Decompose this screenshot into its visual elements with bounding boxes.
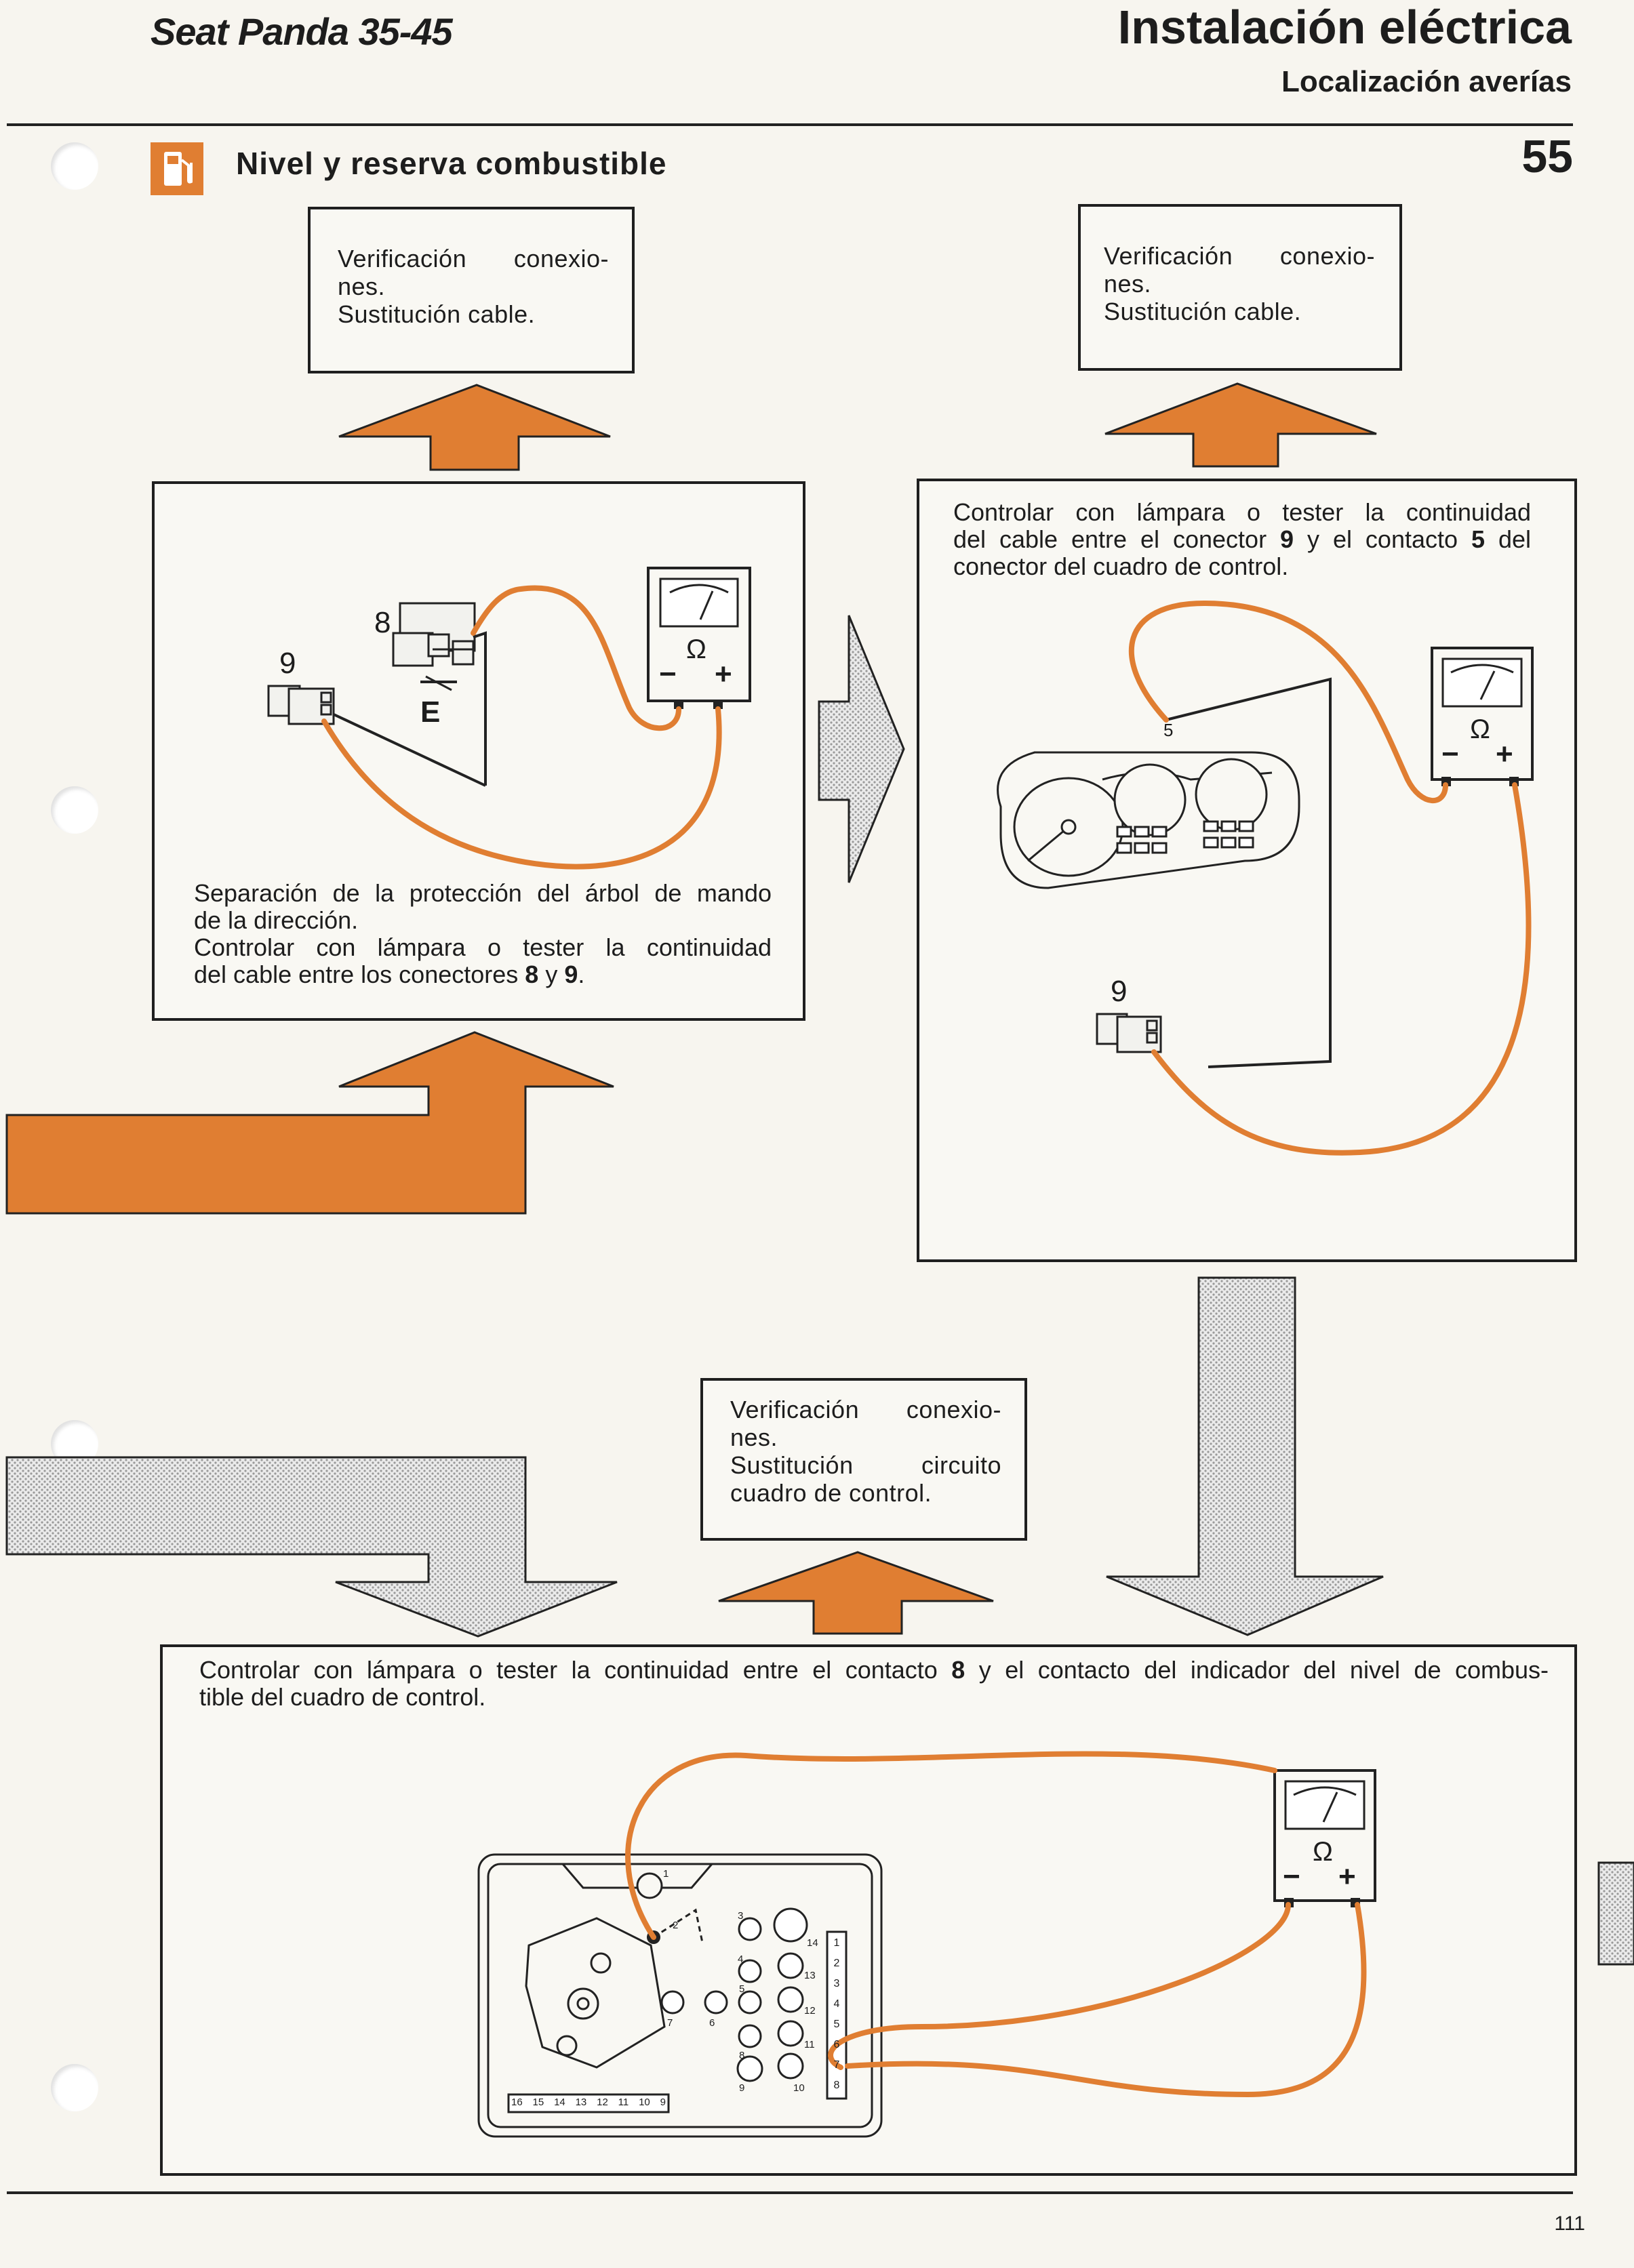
result-c-line: Verificación conexio-: [730, 1396, 1001, 1423]
pin-label: 8: [739, 2050, 745, 2061]
result-box-a: Verificación conexio- nes. Sustitución c…: [308, 207, 635, 373]
ohm-label: Ω: [1313, 1837, 1333, 1867]
down-arrow-right: [1106, 1276, 1384, 1636]
result-a-line: nes.: [338, 272, 386, 300]
step1-text: Separación de la protección del árbol de…: [194, 879, 772, 988]
pin-label: 4: [738, 1953, 744, 1965]
ohmmeter-1: [647, 567, 751, 709]
panel-numbers-bottom: 16 15 14 13 12 11 10 9: [511, 2097, 666, 2108]
up-arrow-b: [1104, 382, 1377, 468]
result-c-line: cuadro de control.: [730, 1479, 932, 1507]
pin-label: 6: [709, 2017, 715, 2029]
entry-arrow: [5, 1031, 614, 1215]
connector-8: [392, 602, 476, 667]
step2-text: Controlar con lámpara o tester la contin…: [953, 498, 1531, 580]
pin-label: 1: [663, 1868, 669, 1880]
connector-9-label: 9: [279, 647, 296, 680]
binder-hole: [51, 2064, 98, 2111]
pin-label: 9: [739, 2082, 745, 2094]
plus-label: +: [715, 657, 732, 691]
step-box-1: 9 8 E Ω − + Separación de la protección …: [152, 481, 805, 1021]
result-box-c: Verificación conexio- nes. Sustitución c…: [700, 1378, 1027, 1541]
result-b-line: Sustitución cable.: [1104, 298, 1302, 325]
result-b-line: nes.: [1104, 270, 1152, 298]
connector-9: [1096, 1013, 1162, 1053]
pin-label: 2: [673, 1920, 679, 1931]
down-arrow-left: [5, 1456, 618, 1638]
result-c-line: nes.: [730, 1423, 778, 1451]
connector-9: [267, 685, 335, 725]
instrument-cluster: [997, 751, 1300, 889]
fuel-pump-icon: [151, 142, 203, 195]
connector-8-label: 8: [374, 606, 391, 639]
pin-label: 5: [739, 1983, 745, 1995]
page-code: 55: [1521, 131, 1573, 182]
edge-tab: [1597, 1861, 1634, 1966]
section-title: Instalación eléctrica: [1117, 1, 1572, 54]
panel-numbers-right: 1 2 3 4 5 6 7 8: [833, 1937, 840, 2091]
plus-label: +: [1496, 737, 1513, 771]
section-subtitle: Localización averías: [1281, 65, 1572, 98]
minus-label: −: [1441, 737, 1459, 771]
ground-e-label: E: [420, 695, 441, 729]
pin-label: 13: [804, 1970, 816, 1981]
topic-title: Nivel y reserva combustible: [236, 146, 667, 181]
step2-diagram: [997, 600, 1534, 1156]
pin-label: 14: [807, 1937, 818, 1949]
right-arrow: [818, 615, 905, 883]
result-b-line: Verificación conexio-: [1104, 242, 1375, 270]
pin-label: 3: [738, 1910, 744, 1922]
pin-label: 7: [667, 2017, 673, 2029]
binder-hole: [51, 786, 98, 834]
step1-diagram: [267, 567, 751, 870]
up-arrow-a: [338, 384, 611, 471]
ohm-label: Ω: [1470, 714, 1490, 744]
ohmmeter-3: [1273, 1769, 1376, 1907]
result-a-line: Sustitución cable.: [338, 300, 536, 328]
ohmmeter-2: [1431, 647, 1534, 786]
contact-5-label: 5: [1163, 720, 1174, 740]
pin-label: 10: [793, 2082, 805, 2094]
step3-diagram: [477, 1751, 1376, 2138]
binder-hole: [51, 142, 98, 190]
pin-label: 11: [804, 2039, 815, 2050]
control-panel-circuit: [477, 1853, 883, 2138]
model-title: Seat Panda 35-45: [151, 10, 453, 53]
result-c-line: Sustitución circuito: [730, 1451, 1001, 1479]
ohm-label: Ω: [686, 634, 706, 664]
up-arrow-c: [718, 1551, 994, 1635]
header-rule: [7, 123, 1573, 126]
step-box-2: Controlar con lámpara o tester la contin…: [917, 479, 1577, 1262]
result-box-b: Verificación conexio- nes. Sustitución c…: [1078, 204, 1402, 371]
plus-label: +: [1338, 1860, 1356, 1893]
page-number: 111: [1554, 2212, 1585, 2235]
pin-label: 12: [804, 2005, 816, 2017]
result-a-line: Verificación conexio-: [338, 245, 609, 272]
step-box-3: Controlar con lámpara o tester la contin…: [160, 1644, 1577, 2176]
step3-text: Controlar con lámpara o tester la contin…: [199, 1656, 1549, 1711]
connector-9-label: 9: [1111, 975, 1128, 1008]
minus-label: −: [1283, 1860, 1300, 1893]
minus-label: −: [659, 657, 677, 691]
